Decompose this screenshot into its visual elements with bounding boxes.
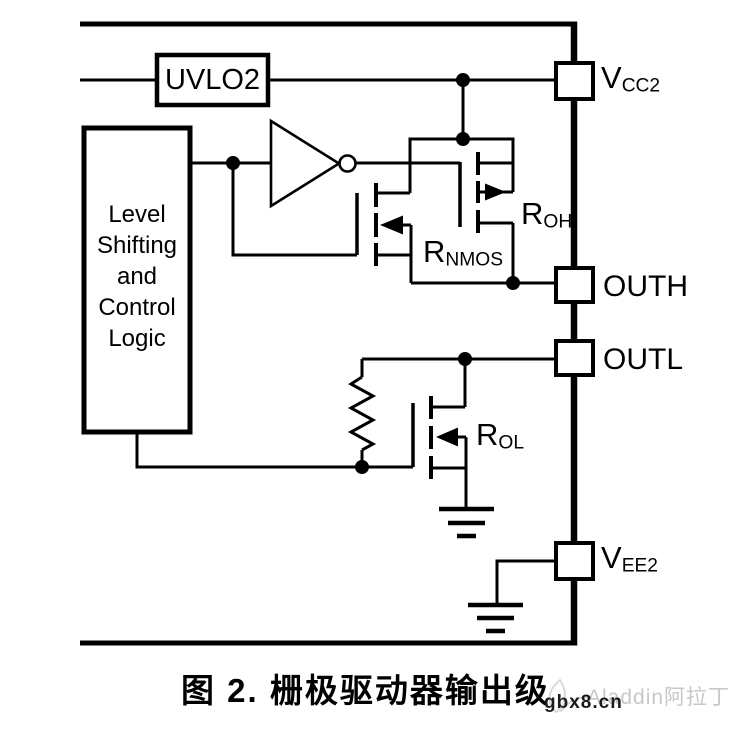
pin-label-vcc2-base: V xyxy=(601,60,622,95)
ground-icon-vee2 xyxy=(468,602,523,634)
resistor-label-rol-base: R xyxy=(476,417,499,452)
pin-label-vee2-sub: EE2 xyxy=(621,555,658,577)
resistor-label-rol-sub: OL xyxy=(498,432,525,454)
pin-outh xyxy=(554,266,595,304)
pin-label-outh: OUTH xyxy=(603,272,688,303)
nmos-rnmos-transistor-icon xyxy=(355,183,413,283)
figure-caption: 图 2. 栅极驱动器输出级 xyxy=(181,672,550,709)
pin-label-outh-base: OUTH xyxy=(603,270,688,303)
level-shifting-block-label: Level Shifting and Control Logic xyxy=(96,201,178,352)
pmos-roh-transistor-icon xyxy=(408,137,515,284)
resistor-label-rnmos: RNMOS xyxy=(423,236,503,270)
resistor-label-roh: ROH xyxy=(521,198,572,232)
pin-label-outl-base: OUTL xyxy=(603,343,684,376)
inverter-gate-icon xyxy=(190,118,460,209)
inverter-feedback-wire xyxy=(231,163,357,257)
level-shifting-block xyxy=(81,125,193,435)
ic-boundary-rails xyxy=(80,21,578,646)
vee2-ground-wire xyxy=(495,559,556,604)
resistor-label-rnmos-sub: NMOS xyxy=(445,249,504,271)
resistor-label-roh-sub: OH xyxy=(543,211,573,233)
resistor-label-rnmos-base: R xyxy=(423,234,446,269)
resistor-icon xyxy=(347,359,377,467)
uvlo-net-wires xyxy=(80,78,556,139)
resistor-label-roh-base: R xyxy=(521,196,544,231)
ground-icon xyxy=(439,506,494,539)
watermark-site: gbx8.cn xyxy=(544,692,623,713)
uvlo2-block-label: UVLO2 xyxy=(164,63,261,96)
level-block-output-wire xyxy=(135,432,413,469)
pin-label-outl: OUTL xyxy=(603,345,683,376)
pin-label-vcc2-sub: CC2 xyxy=(621,75,661,97)
pin-vcc2 xyxy=(554,61,595,101)
resistor-label-rol: ROL xyxy=(476,419,524,453)
pin-label-vee2: VEE2 xyxy=(601,542,658,576)
junction-dots xyxy=(226,73,520,474)
pin-outl xyxy=(554,339,595,377)
pin-label-vcc2: VCC2 xyxy=(601,62,660,96)
watermark-flourish-icon xyxy=(548,678,591,714)
uvlo2-block xyxy=(154,52,271,108)
pin-vee2 xyxy=(554,541,595,581)
pin-label-vee2-base: V xyxy=(601,540,622,575)
nmos-rol-transistor-icon xyxy=(411,359,468,509)
watermark-brand: Aladdin阿拉丁 xyxy=(587,686,731,709)
